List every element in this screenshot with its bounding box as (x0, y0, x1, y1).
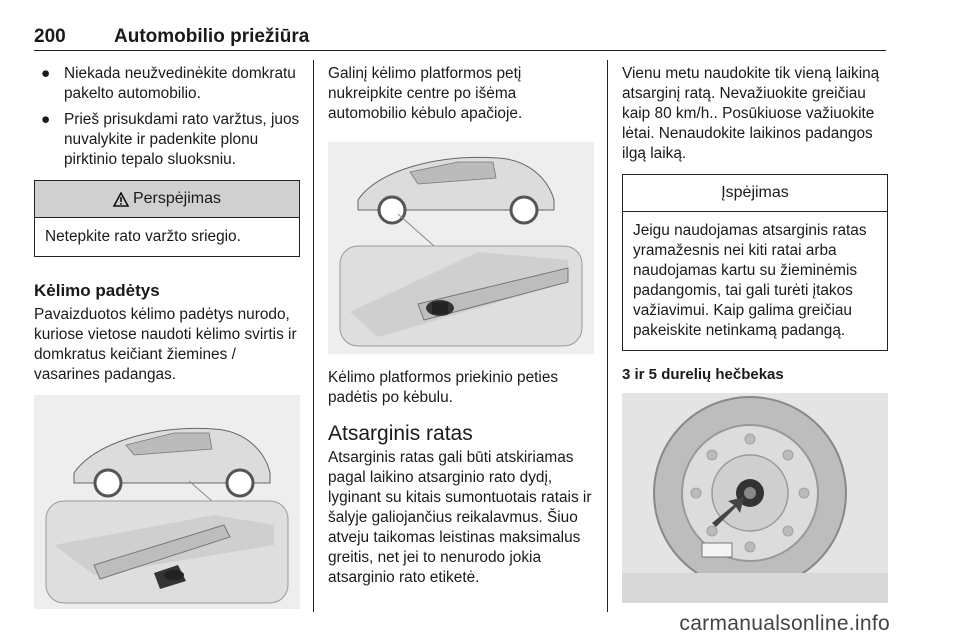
list-item: ● Prieš prisukdami rato varžtus, juos nuv… (34, 110, 300, 170)
section-heading-lift-points: Kėlimo padėtys (34, 281, 160, 300)
warning-box: Perspėjimas Netepkite rato varžto sriegi… (34, 180, 300, 257)
list-item-text: Niekada neužvedinėkite domkratu pakelto … (64, 65, 296, 102)
watermark: carmanualsonline.info (679, 612, 890, 635)
front-lift-illustration (328, 142, 594, 354)
list-item: ● Niekada neužvedinėkite domkratu pakelto… (34, 64, 300, 104)
section-heading-spare-wheel: Atsarginis ratas (328, 422, 473, 445)
lift-points-paragraph: Pavaizduotos kėlimo padėtys nurodo, kuri… (34, 306, 297, 383)
notice-text: Jeigu naudojamas atsarginis ratas yramaž… (633, 222, 867, 339)
warning-header: Perspėjimas (35, 181, 299, 218)
column-3: Vienu metu naudokite tik vieną laikiną a… (622, 64, 888, 609)
column-divider-2 (607, 60, 608, 612)
column-2: Galinį kėlimo platformos petį nukreipkit… (328, 64, 594, 588)
warning-text: Netepkite rato varžto sriegio. (45, 228, 241, 245)
spare-wheel-paragraph: Atsarginis ratas gali būti atskiriamas p… (328, 449, 592, 586)
bullet-list: ● Niekada neužvedinėkite domkratu pakelto… (34, 64, 300, 170)
page-number: 200 (34, 26, 66, 47)
page-title: Automobilio priežiūra (114, 26, 310, 47)
lift-arm-caption: Kėlimo platformos priekinio peties padėt… (328, 369, 559, 406)
spare-wheel-illustration (622, 393, 888, 603)
page-header: 200 Automobilio priežiūra (34, 22, 886, 50)
bullet-dot-icon: ● (41, 111, 51, 128)
section-heading-hatchback: 3 ir 5 durelių hečbekas (622, 366, 784, 383)
lift-arm-intro: Galinį kėlimo platformos petį nukreipkit… (328, 65, 523, 122)
column-divider-1 (313, 60, 314, 612)
warning-triangle-icon (112, 191, 129, 207)
warning-title: Perspėjimas (132, 190, 222, 207)
bullet-dot-icon: ● (41, 65, 51, 82)
car-lift-illustration (34, 395, 300, 609)
list-item-text: Prieš prisukdami rato varžtus, juos nuva… (64, 111, 300, 168)
spare-usage-intro: Vienu metu naudokite tik vieną laikiną a… (622, 65, 880, 162)
notice-box: Įspėjimas Jeigu naudojamas atsarginis ra… (622, 174, 888, 351)
notice-header: Įspėjimas (623, 175, 887, 212)
column-1: ● Niekada neužvedinėkite domkratu pakelto… (34, 64, 300, 609)
header-rule (34, 50, 886, 51)
notice-title: Įspėjimas (721, 184, 789, 201)
